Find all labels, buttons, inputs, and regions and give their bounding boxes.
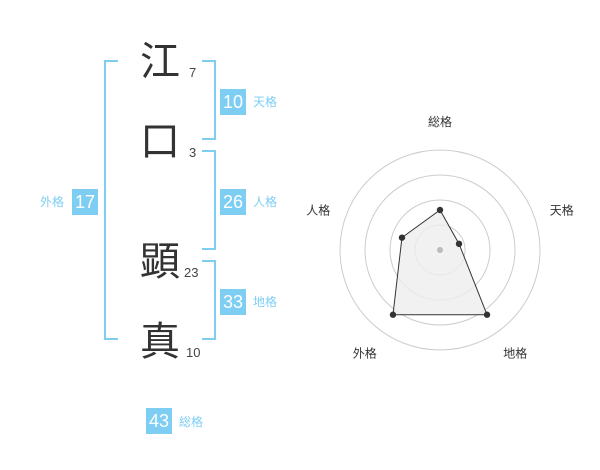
gaikaku-value: 17	[72, 189, 98, 215]
jinkaku-value: 26	[220, 189, 246, 215]
jinkaku-label: 人格	[253, 195, 278, 209]
soukaku-label: 総格	[179, 415, 204, 429]
name-char-4: 真	[140, 319, 180, 365]
stroke-count-4: 10	[186, 345, 201, 360]
radar-axis-label-2: 天格	[550, 202, 574, 217]
name-char-2: 口	[140, 119, 180, 165]
soukaku-value: 43	[146, 408, 172, 434]
radar-center-dot	[437, 247, 443, 253]
radar-point-3	[483, 311, 491, 318]
radar-series-polygon	[392, 209, 488, 316]
tenkaku-value: 10	[220, 89, 246, 115]
name-char-3: 顕	[140, 239, 180, 285]
stroke-count-3: 23	[184, 265, 199, 280]
radar-axis-label-3: 地格	[503, 346, 527, 361]
radar-axis-label-1: 総格	[428, 114, 452, 129]
jinkaku-bracket	[202, 150, 216, 250]
stroke-count-1: 7	[189, 65, 197, 80]
radar-axis-label-4: 外格	[353, 346, 377, 361]
tenkaku-label: 天格	[253, 95, 278, 109]
radar-point-2	[455, 240, 463, 248]
tenkaku-bracket	[202, 60, 216, 140]
radar-ring-4	[339, 149, 541, 351]
gaikaku-label: 外格	[40, 195, 65, 209]
stroke-count-2: 3	[189, 145, 197, 160]
radar-point-5	[398, 234, 406, 241]
radar-axis-label-5: 人格	[306, 202, 330, 217]
radar-point-1	[436, 206, 444, 214]
gaikaku-bracket	[104, 60, 118, 340]
radar-point-4	[389, 311, 397, 318]
chikaku-bracket	[202, 260, 216, 340]
radar-ring-3	[364, 174, 516, 326]
name-char-1: 江	[140, 39, 180, 85]
chikaku-value: 33	[220, 289, 246, 315]
chikaku-label: 地格	[253, 295, 278, 309]
